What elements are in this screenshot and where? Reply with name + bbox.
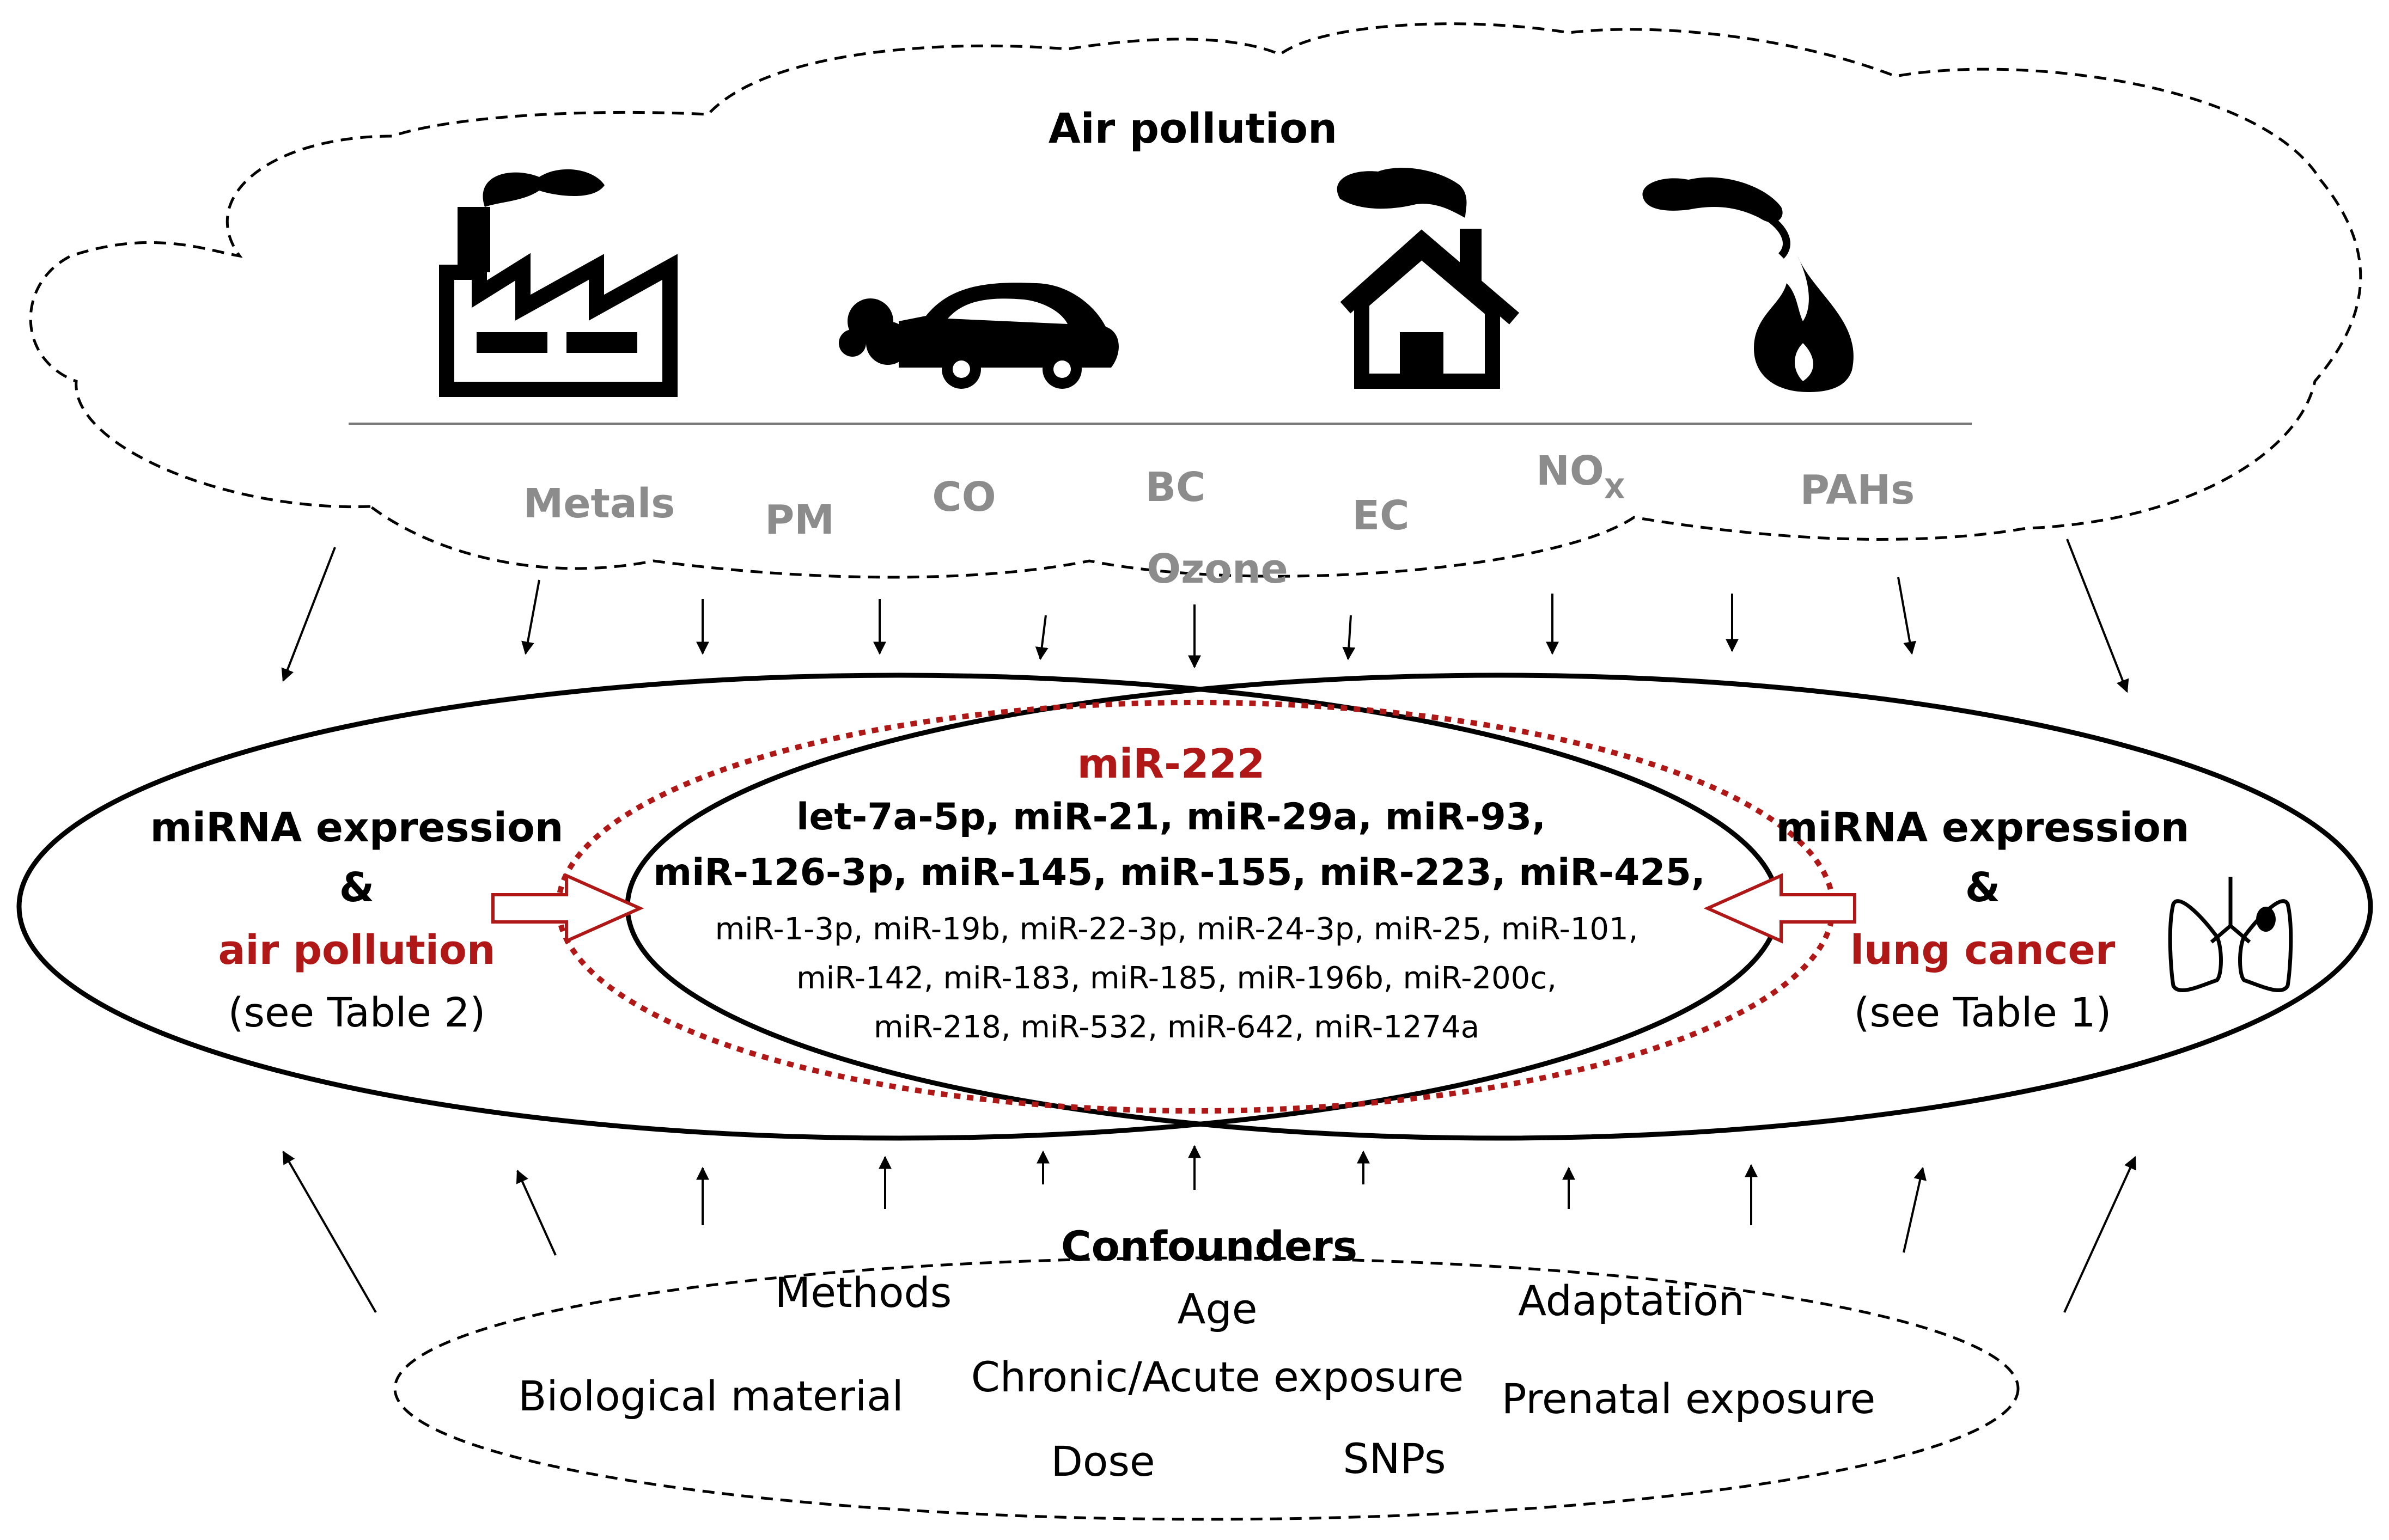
confounder-chronic-acute: Chronic/Acute exposure [971, 1353, 1464, 1401]
pollutant-ec: EC [1352, 492, 1410, 539]
lungs-tumor-icon [2168, 877, 2293, 993]
pollutant-pahs: PAHs [1800, 467, 1915, 514]
confounder-age: Age [1178, 1285, 1258, 1333]
confounder-biological-material: Biological material [518, 1372, 904, 1420]
left-set-line4: (see Table 2) [228, 989, 486, 1036]
pollution-arrows [281, 539, 2129, 693]
left-set-ellipse [16, 673, 1781, 1141]
confounders-title: Confounders [1061, 1222, 1357, 1270]
right-set-line3: lung cancer [1850, 927, 2116, 974]
overlap-highlight-mirna: miR-222 [1077, 741, 1265, 787]
pollutant-bc: BC [1145, 464, 1206, 511]
overlap-bold-line1: let-7a-5p, miR-21, miR-29a, miR-93, [796, 796, 1546, 839]
right-set-line4: (see Table 1) [1854, 989, 2112, 1036]
confounders-ellipse [393, 1256, 2020, 1521]
confounder-arrows [282, 1145, 2136, 1313]
fire-smoke-icon [1642, 177, 1854, 392]
pollutant-ozone: Ozone [1147, 546, 1288, 592]
house-chimney-icon [1337, 168, 1520, 389]
confounder-methods: Methods [775, 1268, 952, 1317]
car-exhaust-icon [839, 283, 1119, 389]
air-pollution-cloud [29, 22, 2362, 579]
confounder-snps: SNPs [1343, 1434, 1446, 1483]
right-pointer-arrow [1703, 873, 1856, 944]
overlap-line4: miR-142, miR-183, miR-185, miR-196b, miR… [796, 961, 1557, 996]
left-set-line1: miRNA expression [150, 804, 564, 851]
overlap-line5: miR-218, miR-532, miR-642, miR-1274a [874, 1010, 1479, 1045]
air-pollution-title: Air pollution [1049, 104, 1337, 152]
right-set-line2: & [1965, 864, 2001, 911]
overlap-bold-line2: miR-126-3p, miR-145, miR-155, miR-223, m… [653, 851, 1705, 894]
confounder-dose: Dose [1051, 1437, 1155, 1486]
left-set-line3: air pollution [218, 927, 495, 974]
confounder-prenatal: Prenatal exposure [1502, 1374, 1875, 1423]
pollutant-co: CO [932, 474, 996, 521]
pollutant-pm: PM [765, 497, 834, 543]
right-set-ellipse [625, 673, 2373, 1141]
right-set-line1: miRNA expression [1776, 804, 2190, 851]
pollutant-metals: Metals [523, 480, 675, 527]
confounder-adaptation: Adaptation [1518, 1276, 1745, 1325]
pollutant-nox: NOX [1536, 448, 1625, 505]
left-pointer-arrow [491, 873, 644, 944]
factory-icon [439, 169, 678, 397]
left-set-line2: & [339, 864, 375, 911]
overlap-line3: miR-1-3p, miR-19b, miR-22-3p, miR-24-3p,… [715, 912, 1638, 947]
